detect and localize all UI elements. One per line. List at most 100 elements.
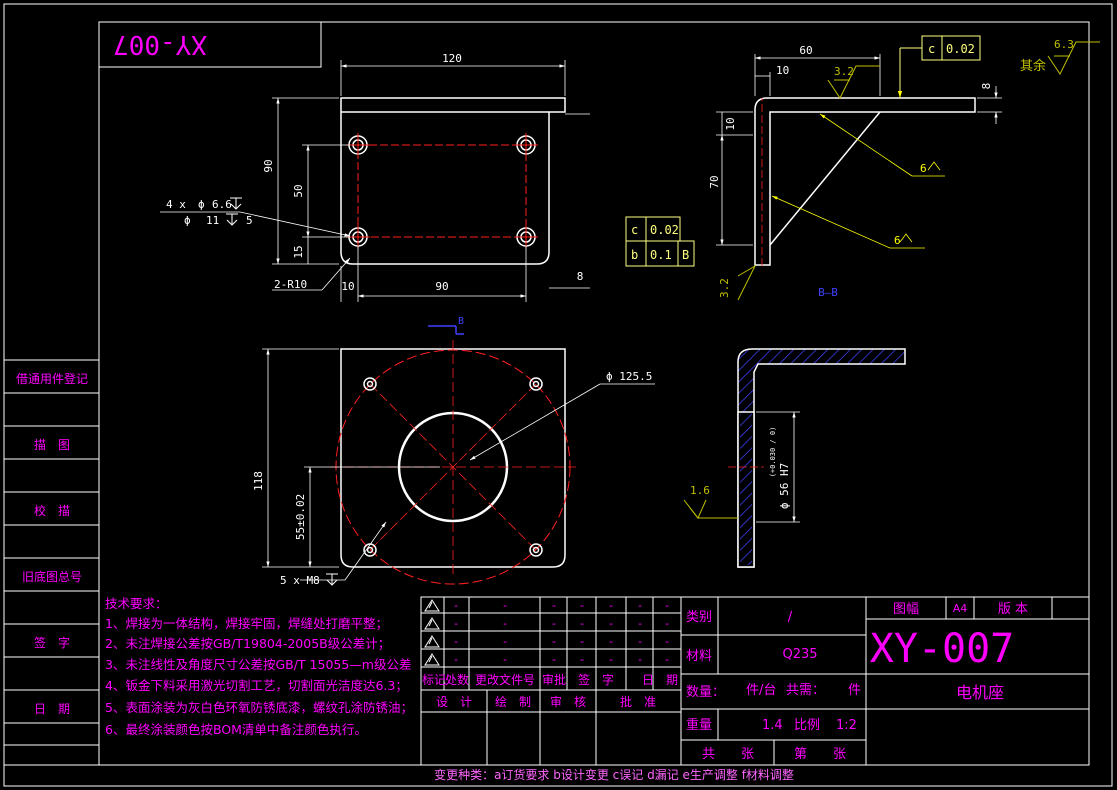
hole-depth: 5: [246, 214, 253, 227]
tol-symbol: c: [928, 42, 935, 56]
category-value: /: [788, 610, 793, 625]
rev-header-cell: 标记: [422, 673, 446, 687]
tech-requirements: 技术要求： 1、焊接为一体结构，焊接牢固，焊缝处打磨平整； 2、未注焊接公差按G…: [105, 596, 413, 737]
dim-vertical-offset: 10: [724, 117, 737, 130]
rev-dash: -: [579, 635, 586, 648]
dim-width: 120: [442, 52, 462, 65]
section-mark: B: [458, 316, 464, 327]
rev-dash: -: [664, 635, 671, 648]
rev-dash: -: [608, 653, 615, 666]
weld-leaders: [771, 113, 945, 249]
top-view-dimensions: [160, 60, 590, 302]
material-label: 材料: [686, 649, 712, 664]
hole-pattern-centerline: [357, 144, 527, 238]
dim-front-height: 118: [252, 471, 265, 491]
dim-length: 60: [799, 44, 812, 57]
dim-bore-tol: (+0.030 / 0): [769, 427, 777, 478]
side-view: 60 10 10 70 8 3.2 其余 6.3 3.2 6: [625, 35, 1100, 301]
section-label: B—B: [818, 286, 838, 299]
total-label: 共需：: [786, 683, 825, 698]
rev-header-cell: 处数: [445, 672, 469, 687]
rev-dash: -: [637, 617, 644, 630]
size-value: A4: [953, 602, 968, 615]
sign-cell: 绘 制: [495, 694, 531, 709]
section-roughness: 1.6: [690, 484, 710, 497]
rev-dash: -: [579, 653, 586, 666]
rev-dash: -: [502, 635, 509, 648]
qty-value: 件/台: [746, 683, 776, 698]
hole-dia: 6.6: [212, 198, 232, 211]
weight-label: 重量: [686, 717, 712, 733]
tol-symbol: c: [631, 223, 638, 237]
rev-dash: -: [551, 599, 558, 612]
weld-size: 6: [894, 234, 901, 247]
rev-dash: -: [551, 635, 558, 648]
dim-corner: 2-R10: [274, 278, 307, 291]
rev-dash: -: [608, 617, 615, 630]
title-block-labels: 类别 / 材料 Q235 数量： 件/台 共需： 件 重量 1.4 比例 1:2…: [686, 602, 1028, 762]
plate-holes: [348, 135, 536, 247]
rev-dash: -: [664, 599, 671, 612]
dim-thickness-8: 8: [980, 83, 993, 90]
roughness-value: 3.2: [834, 65, 854, 78]
rev-dash: -: [608, 599, 615, 612]
front-plate-outline: [340, 348, 566, 568]
rev-dash: -: [453, 599, 460, 612]
category-label: 类别: [686, 610, 712, 625]
rev-dash: -: [502, 599, 509, 612]
tech-item: 3、未注线性及角度尺寸公差按GB/T 15055—m级公差: [105, 657, 411, 672]
left-label: 旧底图总号: [22, 569, 82, 584]
dim-center-height: 55±0.02: [294, 494, 307, 540]
sign-cell: 设 计: [436, 695, 472, 709]
tech-item: 5、表面涂装为灰白色环氧防锈底漆，螺纹孔涂防锈油；: [105, 700, 413, 715]
sign-cell: 批 准: [620, 694, 656, 709]
scale-label: 比例: [794, 718, 820, 733]
rev-dash: -: [637, 653, 644, 666]
sign-cell: 审 核: [550, 694, 586, 709]
rev-header-cell: 审批: [542, 672, 566, 687]
version-label: 版 本: [998, 602, 1028, 617]
rev-dash: -: [502, 617, 509, 630]
depth-icon: [226, 197, 242, 226]
tol-datum: B: [682, 248, 689, 262]
rev-dash: -: [453, 617, 460, 630]
left-label: 日 期: [34, 702, 70, 716]
side-view-dimensions: [716, 54, 1002, 246]
tol-value: 0.02: [650, 223, 679, 237]
dim-height-70: 70: [708, 175, 721, 188]
rev-header-cell: 更改文件号: [475, 672, 535, 687]
part-name: 电机座: [956, 683, 1004, 702]
tol-value: 0.02: [946, 42, 975, 56]
top-view: 120 90 50 15 90 10 8 2-R10 4 x ϕ 6.6 ϕ 1…: [160, 52, 590, 302]
roughness-symbol: [683, 499, 738, 519]
tech-item: 6、最终涂装颜色按BOM清单中备注颜色执行。: [105, 722, 367, 737]
rest-roughness-value: 6.3: [1054, 38, 1074, 51]
scale-value: 1:2: [836, 718, 857, 733]
dim-hole-pitch-h: 90: [435, 280, 448, 293]
threaded-holes: [363, 377, 543, 557]
revision-triangles: [424, 599, 440, 666]
rev-dash: -: [637, 599, 644, 612]
roughness-value-b: 3.2: [718, 278, 731, 298]
rotated-code: XY-007: [113, 29, 207, 59]
front-view: ϕ 125.5 118 55±0.02 5 x M8 B: [252, 316, 655, 587]
revision-dashes: ----------------------------: [453, 599, 671, 666]
tech-title: 技术要求：: [105, 596, 168, 611]
hole-depth-phi: ϕ: [184, 214, 191, 227]
roughness-symbol: [737, 41, 1100, 301]
tech-item: 2、未注焊接公差按GB/T19804-2005B级公差计；: [105, 636, 390, 651]
left-label: 校 描: [34, 503, 70, 518]
rev-header-cell: 日 期: [642, 673, 678, 687]
sheet-total: 共 张: [702, 747, 754, 762]
rev-dash: -: [608, 635, 615, 648]
left-label: 签 字: [34, 635, 70, 650]
sheet-no: 第 张: [794, 747, 846, 762]
dim-edge-v: 15: [292, 245, 305, 258]
rev-dash: -: [502, 653, 509, 666]
rev-dash: -: [579, 599, 586, 612]
weight-value: 1.4: [762, 718, 783, 733]
revision-sign-row: 设 计 绘 制 审 核 批 准: [436, 694, 656, 709]
weld-size: 6: [920, 162, 927, 175]
dim-height: 90: [262, 159, 275, 172]
